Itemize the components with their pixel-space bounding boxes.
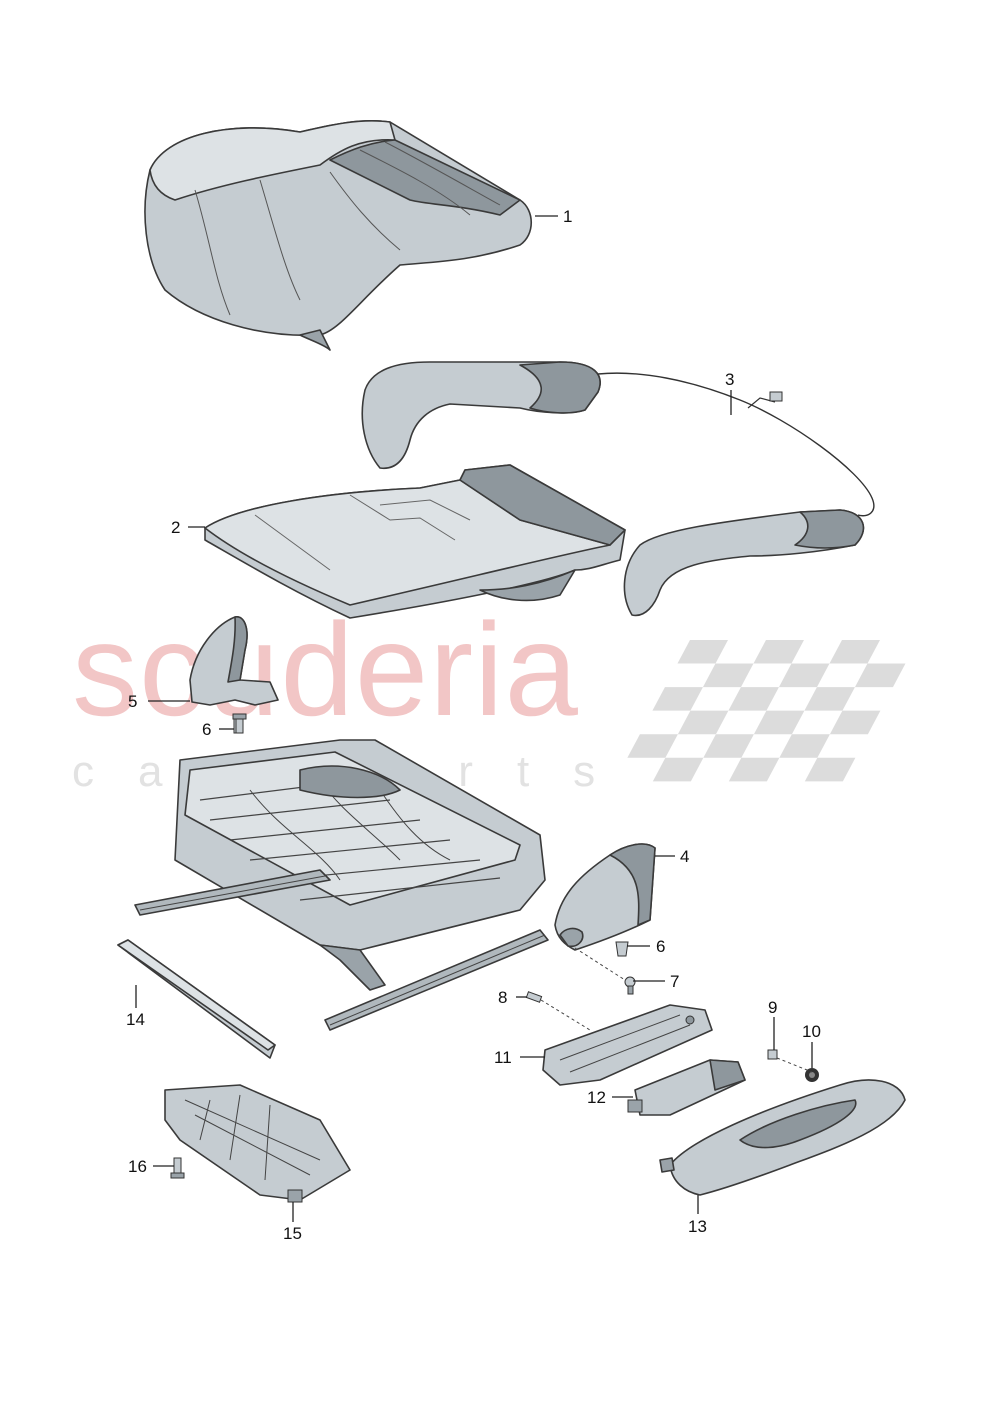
callout-11: 11	[494, 1048, 512, 1067]
checker-square	[804, 687, 855, 711]
checker-flag-logo	[627, 640, 906, 782]
callout-labels: 1 2 3 4 5 6 6 7 8 9 10 11 12 13 14 15 16	[126, 207, 821, 1243]
callout-8: 8	[498, 988, 507, 1007]
part-side-bolsters-with-harness	[361, 361, 875, 617]
watermark-brand: scuderia	[72, 596, 579, 743]
checker-square	[652, 687, 703, 711]
checker-square	[829, 710, 881, 735]
part-seat-cushion	[144, 120, 533, 351]
checker-square	[677, 710, 729, 735]
fasteners	[170, 713, 819, 1179]
checker-square	[829, 640, 880, 664]
checker-square	[627, 734, 678, 758]
checker-square	[728, 757, 780, 782]
callout-7: 7	[670, 972, 679, 991]
callout-2: 2	[171, 518, 180, 537]
callout-5: 5	[128, 692, 137, 711]
checker-square	[779, 734, 830, 758]
callout-12: 12	[587, 1088, 606, 1107]
callout-6-upper: 6	[202, 720, 211, 739]
checker-square	[753, 640, 804, 664]
callout-16: 16	[128, 1157, 147, 1176]
part-side-trim-right	[554, 843, 656, 951]
checker-square	[652, 757, 704, 782]
leader-lines	[135, 215, 813, 1222]
checker-square	[703, 734, 754, 758]
callout-3: 3	[725, 370, 734, 389]
part-front-trim-bar	[117, 939, 276, 1059]
nut-10	[805, 1068, 819, 1082]
assembly-lines	[540, 947, 813, 1073]
part-side-panel	[659, 1079, 906, 1196]
checker-square	[702, 663, 754, 688]
checker-square	[753, 710, 805, 735]
checker-square	[804, 757, 856, 782]
watermark: scuderia car parts	[72, 596, 906, 796]
part-control-unit	[164, 1084, 351, 1203]
part-seat-frame	[134, 739, 549, 1031]
screw-6-upper	[232, 713, 247, 734]
screw-8	[525, 991, 543, 1003]
callout-14: 14	[126, 1010, 145, 1029]
callout-13: 13	[688, 1217, 707, 1236]
callout-15: 15	[283, 1224, 302, 1243]
screw-16	[170, 1157, 185, 1179]
callout-6-lower: 6	[656, 937, 665, 956]
checker-square	[854, 663, 906, 688]
callout-1: 1	[563, 207, 572, 226]
callout-10: 10	[802, 1022, 821, 1041]
callout-9: 9	[768, 998, 777, 1017]
part-control-bracket	[542, 1004, 713, 1086]
part-seat-switch	[627, 1059, 746, 1116]
checker-square	[728, 687, 779, 711]
screw-7	[624, 976, 636, 995]
part-seat-pan	[204, 464, 626, 619]
clip-6-lower	[615, 941, 629, 957]
checker-square	[778, 663, 830, 688]
callout-4: 4	[680, 847, 689, 866]
screw-9	[767, 1049, 778, 1060]
checker-square	[677, 640, 728, 664]
